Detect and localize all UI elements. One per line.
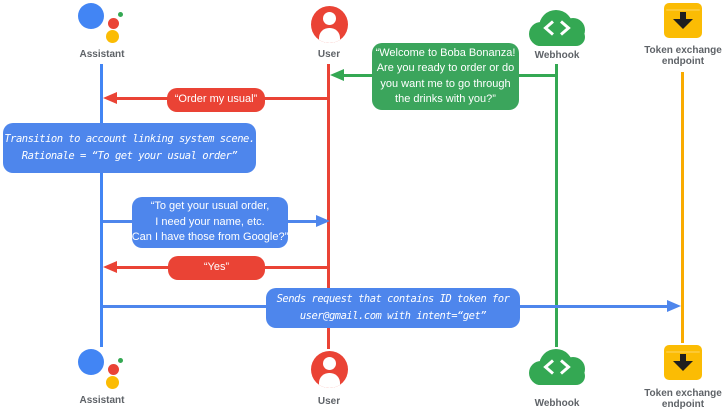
assistant-blue-dot [78, 349, 104, 375]
assistant-red-dot [108, 18, 119, 29]
actor-label-webhook: Webhook [534, 398, 580, 409]
person-head [323, 12, 336, 25]
message-box-welcome: “Welcome to Boba Bonanza! Are you ready … [372, 43, 519, 110]
message-box-yes: “Yes” [168, 256, 265, 280]
actor-label-webhook: Webhook [534, 50, 580, 61]
message-line: I need your name, etc. [155, 215, 265, 228]
lifeline-token-endpoint [681, 72, 684, 343]
arrowhead-right-icon [316, 215, 330, 227]
assistant-yellow-dot [106, 30, 119, 43]
message-line: “Welcome to Boba Bonanza! [375, 46, 516, 59]
webhook-icon [529, 10, 585, 46]
message-line: the drinks with you?” [395, 93, 496, 105]
message-line: Can I have those from Google?” [131, 231, 289, 244]
actor-label-assistant: Assistant [79, 49, 125, 60]
person-torso [319, 373, 340, 388]
arrowhead-left-icon [330, 69, 344, 81]
actor-label-user: User [317, 49, 341, 60]
message-line: “To get your usual order, [150, 200, 270, 213]
actor-label-user: User [317, 396, 341, 407]
user-icon [311, 351, 348, 388]
token-endpoint-icon [664, 3, 702, 38]
code-brackets-icon [543, 20, 571, 36]
assistant-icon [78, 349, 126, 393]
message-line: Are you ready to order or do [376, 62, 515, 74]
message-line: user@gmail.com with intent=“get” [299, 310, 487, 322]
assistant-icon [78, 3, 126, 47]
assistant-yellow-dot [106, 376, 119, 389]
assistant-red-dot [108, 364, 119, 375]
message-box-order-usual: “Order my usual” [167, 88, 265, 112]
actor-label-token-endpoint: Token exchange endpoint [644, 45, 722, 67]
message-line: “Yes” [203, 261, 230, 274]
assistant-blue-dot [78, 3, 104, 29]
message-line: “Order my usual” [174, 93, 258, 106]
lifeline-user [327, 64, 330, 349]
webhook-icon [529, 349, 585, 385]
message-line: Sends request that contains ID token for [276, 293, 510, 305]
arrowhead-left-icon [103, 261, 117, 273]
actor-label-assistant: Assistant [79, 395, 125, 406]
lifeline-webhook [555, 64, 558, 347]
arrowhead-left-icon [103, 92, 117, 104]
message-line: Rationale = “To get your usual order” [21, 150, 238, 162]
message-line: you want me to go through [380, 77, 511, 90]
user-icon [311, 6, 348, 43]
note-box-transition: Transition to account linking system sce… [3, 123, 256, 173]
actor-label-token-endpoint: Token exchange endpoint [644, 388, 722, 410]
message-line: Transition to account linking system sce… [4, 133, 255, 145]
download-arrow-icon [680, 354, 686, 362]
message-box-ask-google: “To get your usual order, I need your na… [132, 197, 288, 248]
token-endpoint-icon [664, 345, 702, 380]
assistant-green-dot [118, 12, 123, 17]
assistant-green-dot [118, 358, 123, 363]
person-torso [319, 28, 340, 43]
lifeline-assistant [100, 64, 103, 347]
person-head [323, 357, 336, 370]
arrowhead-right-icon [667, 300, 681, 312]
download-arrow-icon [680, 12, 686, 20]
message-box-send-request: Sends request that contains ID token for… [266, 288, 520, 328]
code-brackets-icon [543, 359, 571, 375]
